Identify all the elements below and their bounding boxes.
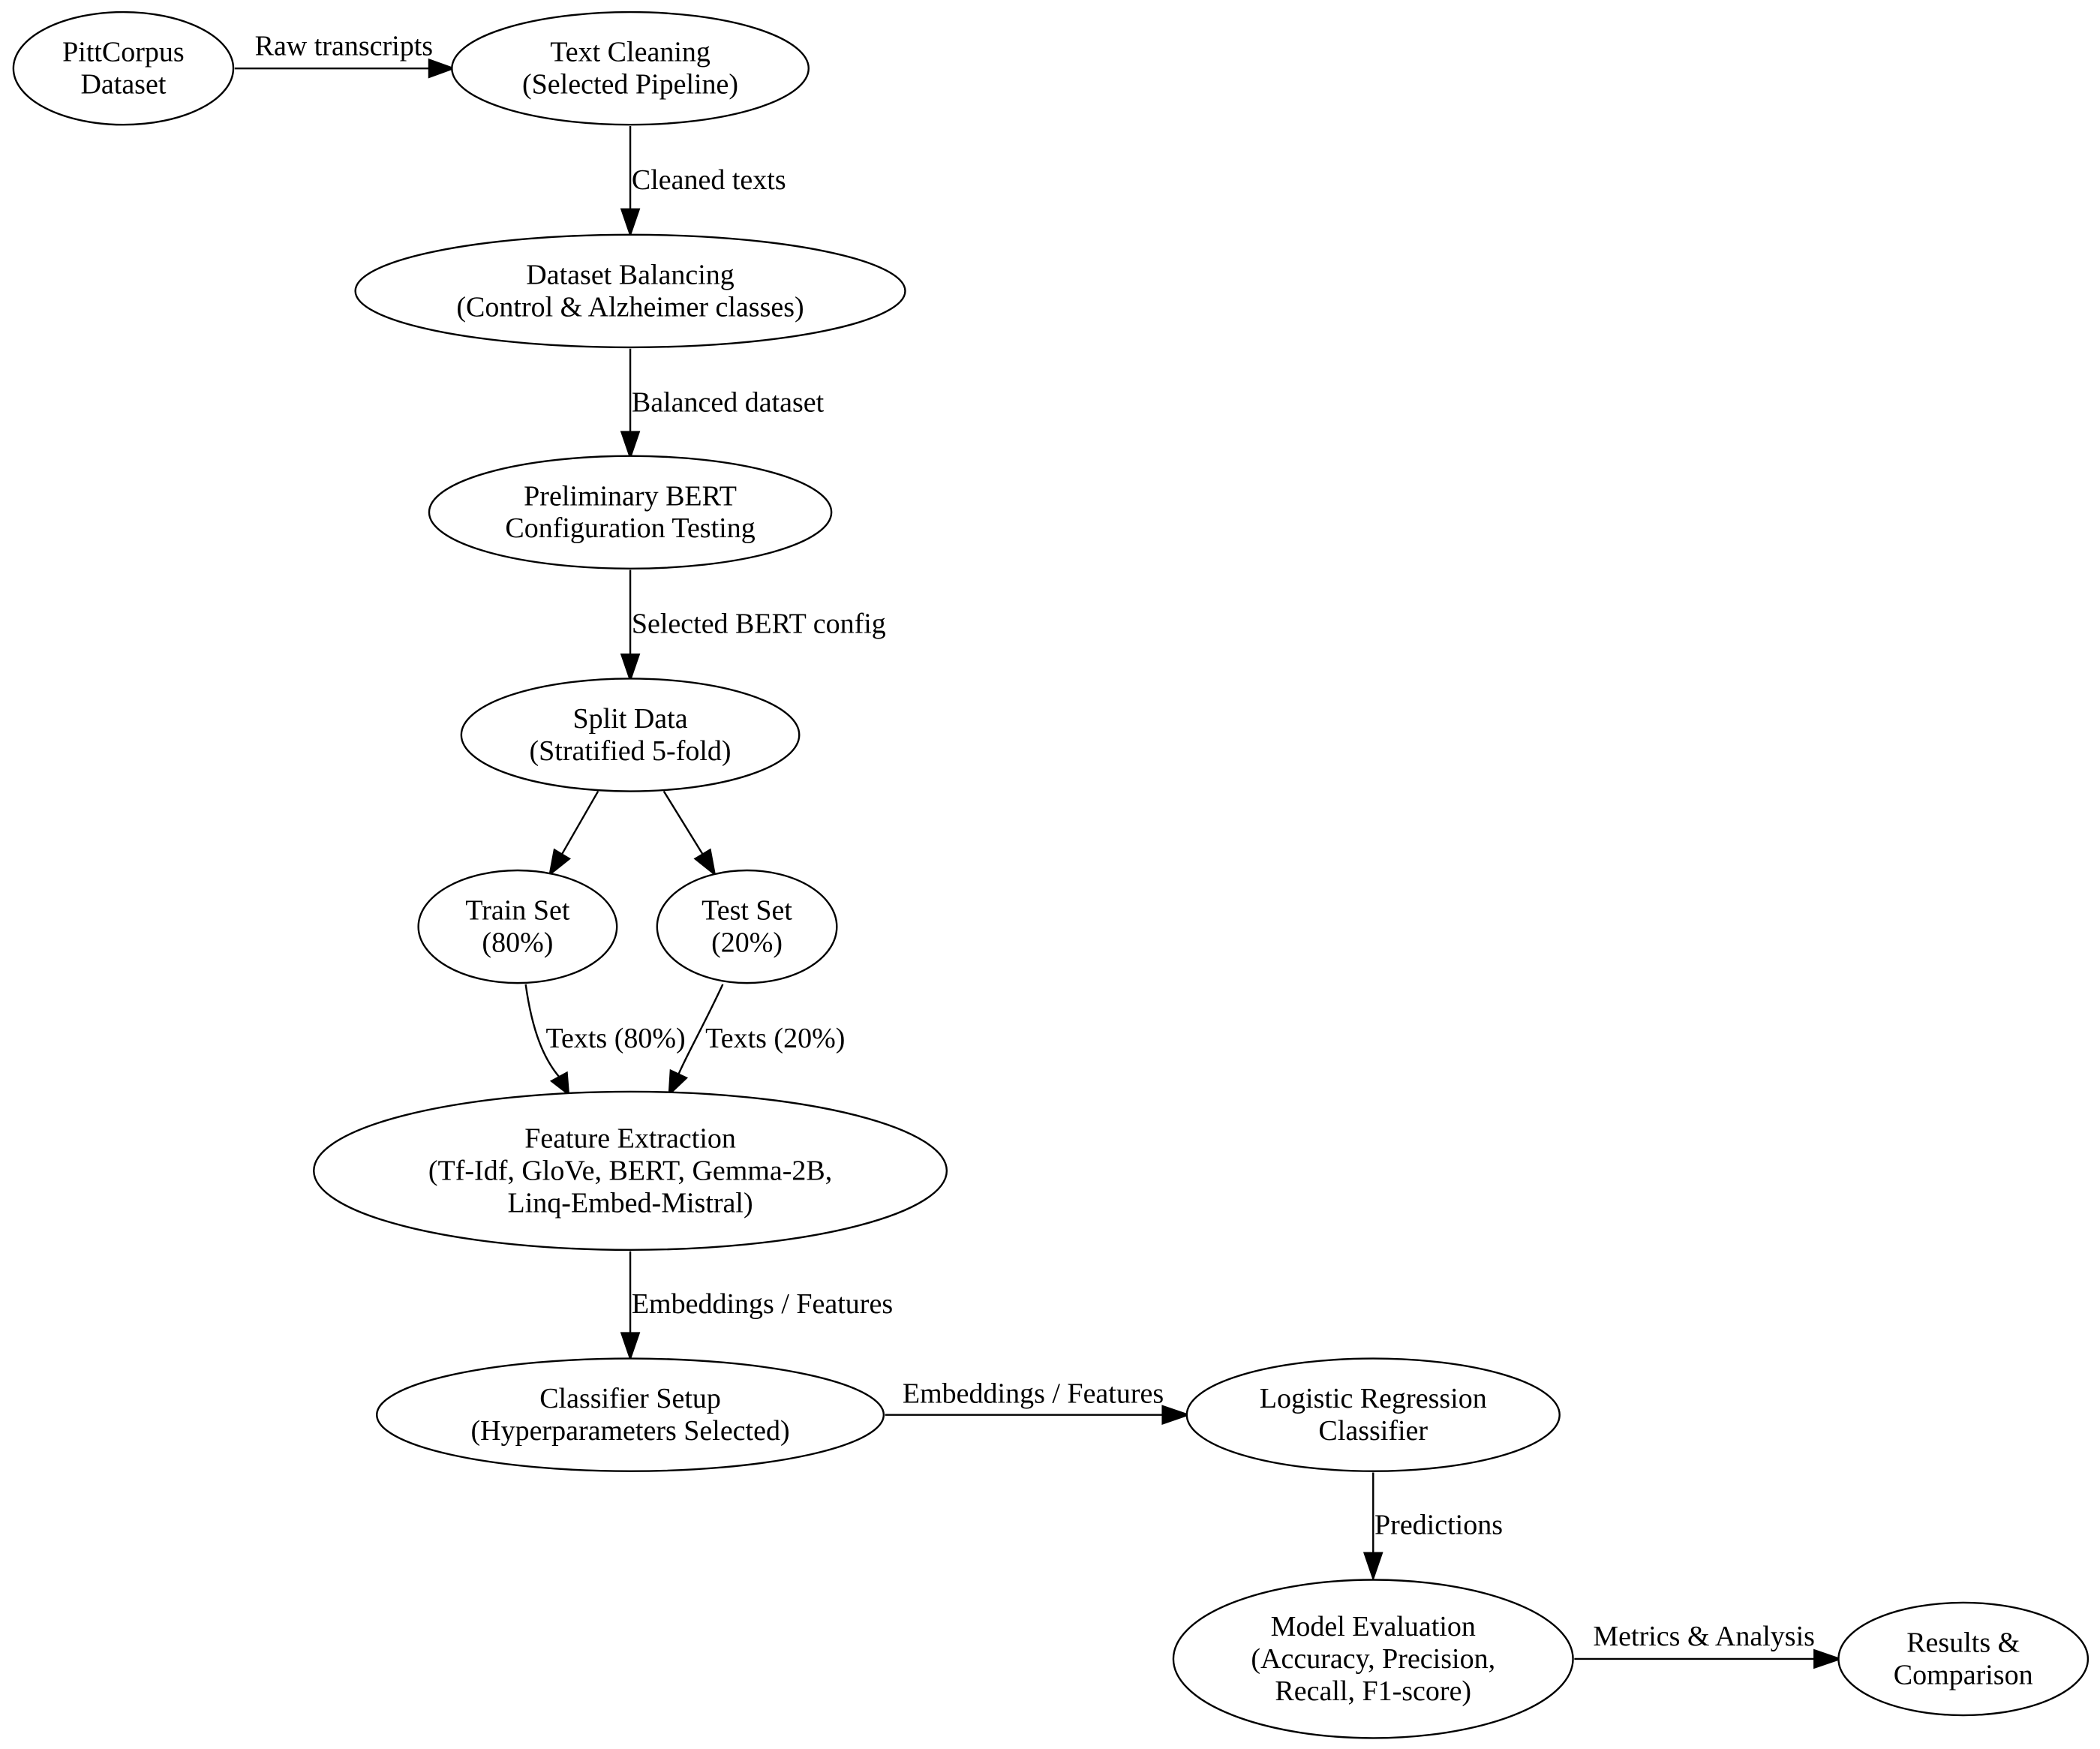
node-label-line: Dataset — [80, 69, 166, 101]
node-ellipse — [1172, 1579, 1574, 1739]
edge-predictions: Predictions — [1362, 1472, 1503, 1582]
node-results-comparison: Results &Comparison — [1837, 1601, 2089, 1717]
node-ellipse — [428, 455, 833, 570]
arrowhead-icon — [1362, 1552, 1383, 1582]
node-label-line: Text Cleaning — [550, 37, 711, 68]
node-ellipse — [12, 11, 235, 126]
node-label-line: Test Set — [702, 895, 792, 927]
edge-texts-20: Texts (20%) — [668, 984, 845, 1097]
node-ellipse — [417, 869, 618, 984]
edge-raw-transcripts: Raw transcripts — [234, 30, 456, 79]
edge-selected-bert-config: Selected BERT config — [620, 569, 886, 683]
edge-embeddings-to-setup: Embeddings / Features — [620, 1251, 893, 1362]
edge-texts-80: Texts (80%) — [524, 984, 686, 1097]
node-ellipse — [354, 233, 906, 349]
edge-label: Embeddings / Features — [632, 1288, 893, 1320]
edge-split-to-test — [662, 790, 717, 877]
edge-cleaned-texts: Cleaned texts — [620, 126, 786, 238]
node-split-data: Split Data(Stratified 5-fold) — [460, 678, 801, 792]
arrowhead-icon — [620, 654, 641, 683]
node-ellipse — [460, 678, 801, 792]
edge-label: Embeddings / Features — [903, 1378, 1164, 1410]
arrowhead-icon — [1161, 1405, 1191, 1425]
node-label-line: (Accuracy, Precision, — [1251, 1643, 1495, 1675]
node-label-line: Classifier — [1318, 1415, 1428, 1447]
edge-line — [662, 790, 704, 855]
node-ellipse — [376, 1357, 885, 1472]
arrowhead-icon — [549, 1071, 570, 1097]
arrowhead-icon — [620, 1332, 641, 1362]
node-text-cleaning: Text Cleaning(Selected Pipeline) — [451, 11, 810, 126]
node-label-line: Classifier Setup — [539, 1383, 721, 1414]
node-label-line: (Control & Alzheimer classes) — [456, 291, 804, 323]
arrowhead-icon — [548, 848, 571, 877]
arrowhead-icon — [620, 431, 641, 461]
edge-label: Metrics & Analysis — [1593, 1621, 1815, 1652]
node-label-line: Results & — [1906, 1627, 2020, 1659]
node-label-line: Logistic Regression — [1260, 1383, 1487, 1414]
edge-label: Raw transcripts — [255, 30, 433, 62]
node-feature-extraction: Feature Extraction(Tf-Idf, GloVe, BERT, … — [313, 1090, 948, 1252]
node-label-line: Model Evaluation — [1271, 1611, 1476, 1642]
node-label-line: (Hyperparameters Selected) — [470, 1415, 789, 1447]
node-label-line: Comparison — [1894, 1659, 2033, 1690]
arrowhead-icon — [428, 58, 456, 79]
arrowhead-icon — [1813, 1648, 1843, 1669]
node-label-line: Split Data — [573, 703, 688, 735]
node-label-line: Dataset Balancing — [526, 259, 735, 290]
node-ellipse — [451, 11, 810, 126]
node-ellipse — [1185, 1357, 1561, 1472]
node-label-line: PittCorpus — [62, 37, 185, 68]
edge-label: Balanced dataset — [632, 387, 825, 419]
arrowhead-icon — [668, 1068, 689, 1097]
node-label-line: (Stratified 5-fold) — [530, 735, 732, 767]
edge-line — [560, 790, 599, 855]
node-label-line: Linq-Embed-Mistral) — [507, 1187, 753, 1219]
arrowhead-icon — [620, 208, 641, 238]
node-ellipse — [1837, 1601, 2089, 1717]
edge-split-to-train — [548, 790, 599, 877]
node-train-set: Train Set(80%) — [417, 869, 618, 984]
node-label-line: Preliminary BERT — [524, 480, 737, 512]
node-label-line: (80%) — [482, 927, 553, 959]
edge-label: Predictions — [1374, 1510, 1503, 1541]
edge-label: Selected BERT config — [632, 609, 886, 640]
node-label-line: (Tf-Idf, GloVe, BERT, Gemma-2B, — [428, 1155, 832, 1186]
node-label-line: Configuration Testing — [505, 512, 755, 544]
node-label-line: Feature Extraction — [524, 1122, 736, 1154]
edge-line — [677, 984, 724, 1075]
edge-balanced-dataset: Balanced dataset — [620, 348, 825, 461]
node-label-line: Recall, F1-score) — [1275, 1675, 1471, 1707]
node-classifier-setup: Classifier Setup(Hyperparameters Selecte… — [376, 1357, 885, 1472]
edge-metrics-analysis: Metrics & Analysis — [1574, 1621, 1843, 1669]
arrowhead-icon — [693, 848, 717, 877]
node-test-set: Test Set(20%) — [656, 869, 838, 984]
edge-label: Texts (80%) — [545, 1023, 685, 1054]
edge-label: Texts (20%) — [705, 1023, 845, 1054]
node-ellipse — [656, 869, 838, 984]
node-ellipse — [313, 1090, 948, 1252]
node-model-evaluation: Model Evaluation(Accuracy, Precision,Rec… — [1172, 1579, 1574, 1739]
node-label-line: (Selected Pipeline) — [522, 69, 738, 101]
edge-label: Cleaned texts — [632, 164, 786, 196]
edge-line — [524, 984, 560, 1078]
node-label-line: (20%) — [711, 927, 783, 959]
node-dataset-balancing: Dataset Balancing(Control & Alzheimer cl… — [354, 233, 906, 349]
edge-embeddings-to-classifier: Embeddings / Features — [885, 1378, 1191, 1425]
node-label-line: Train Set — [465, 895, 569, 927]
